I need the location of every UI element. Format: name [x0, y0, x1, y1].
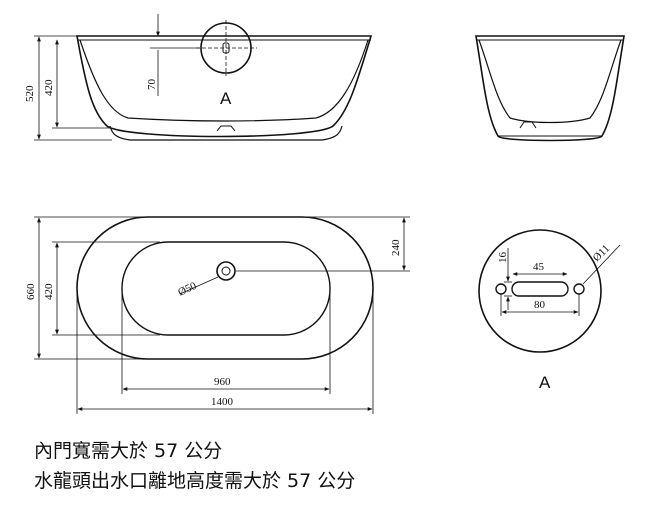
- side-view: [475, 35, 625, 142]
- top-view: [76, 216, 374, 360]
- front-view: [76, 20, 373, 141]
- detail-a-circle: [478, 229, 602, 353]
- note-faucet-height: 水龍頭出水口離地高度需大於 57 公分: [34, 470, 356, 492]
- dim-inner-height: 420: [43, 79, 55, 96]
- dim-inner-length: 960: [214, 376, 231, 388]
- detail-a-dimensions: [500, 244, 621, 316]
- dim-hole-spacing: 80: [534, 299, 546, 311]
- dim-drain-offset: 240: [390, 239, 402, 256]
- front-view-tub-outline: [76, 35, 373, 138]
- front-view-dimensions: [34, 14, 200, 141]
- top-view-tub-outline: [76, 216, 374, 360]
- dim-length: 1400: [211, 396, 234, 408]
- dim-drain-diameter: Ø50: [176, 280, 199, 299]
- detail-a-hole-right: [573, 283, 585, 295]
- dim-inner-width: 420: [43, 283, 55, 300]
- top-view-dimensions: [34, 216, 410, 414]
- dim-total-height: 520: [24, 85, 36, 102]
- note-door-width: 內門寬需大於 57 公分: [34, 440, 223, 462]
- front-view-inner-wall: [79, 39, 369, 122]
- top-view-inner-basin: [121, 241, 331, 336]
- dim-faucet-height: 70: [146, 79, 158, 91]
- detail-a-hole-left: [495, 283, 507, 295]
- detail-a: [478, 229, 602, 353]
- detail-a-slot: [511, 281, 569, 297]
- top-view-drain: [216, 261, 236, 281]
- dim-width: 660: [25, 283, 37, 300]
- side-view-tub-outline: [475, 35, 625, 142]
- detail-a-label: A: [539, 373, 551, 392]
- dim-slot-height: 16: [497, 252, 509, 264]
- dim-slot-length: 45: [533, 261, 545, 273]
- installation-notes: 內門寬需大於 57 公分 水龍頭出水口離地高度需大於 57 公分: [34, 436, 355, 496]
- detail-marker-a: A: [220, 89, 232, 108]
